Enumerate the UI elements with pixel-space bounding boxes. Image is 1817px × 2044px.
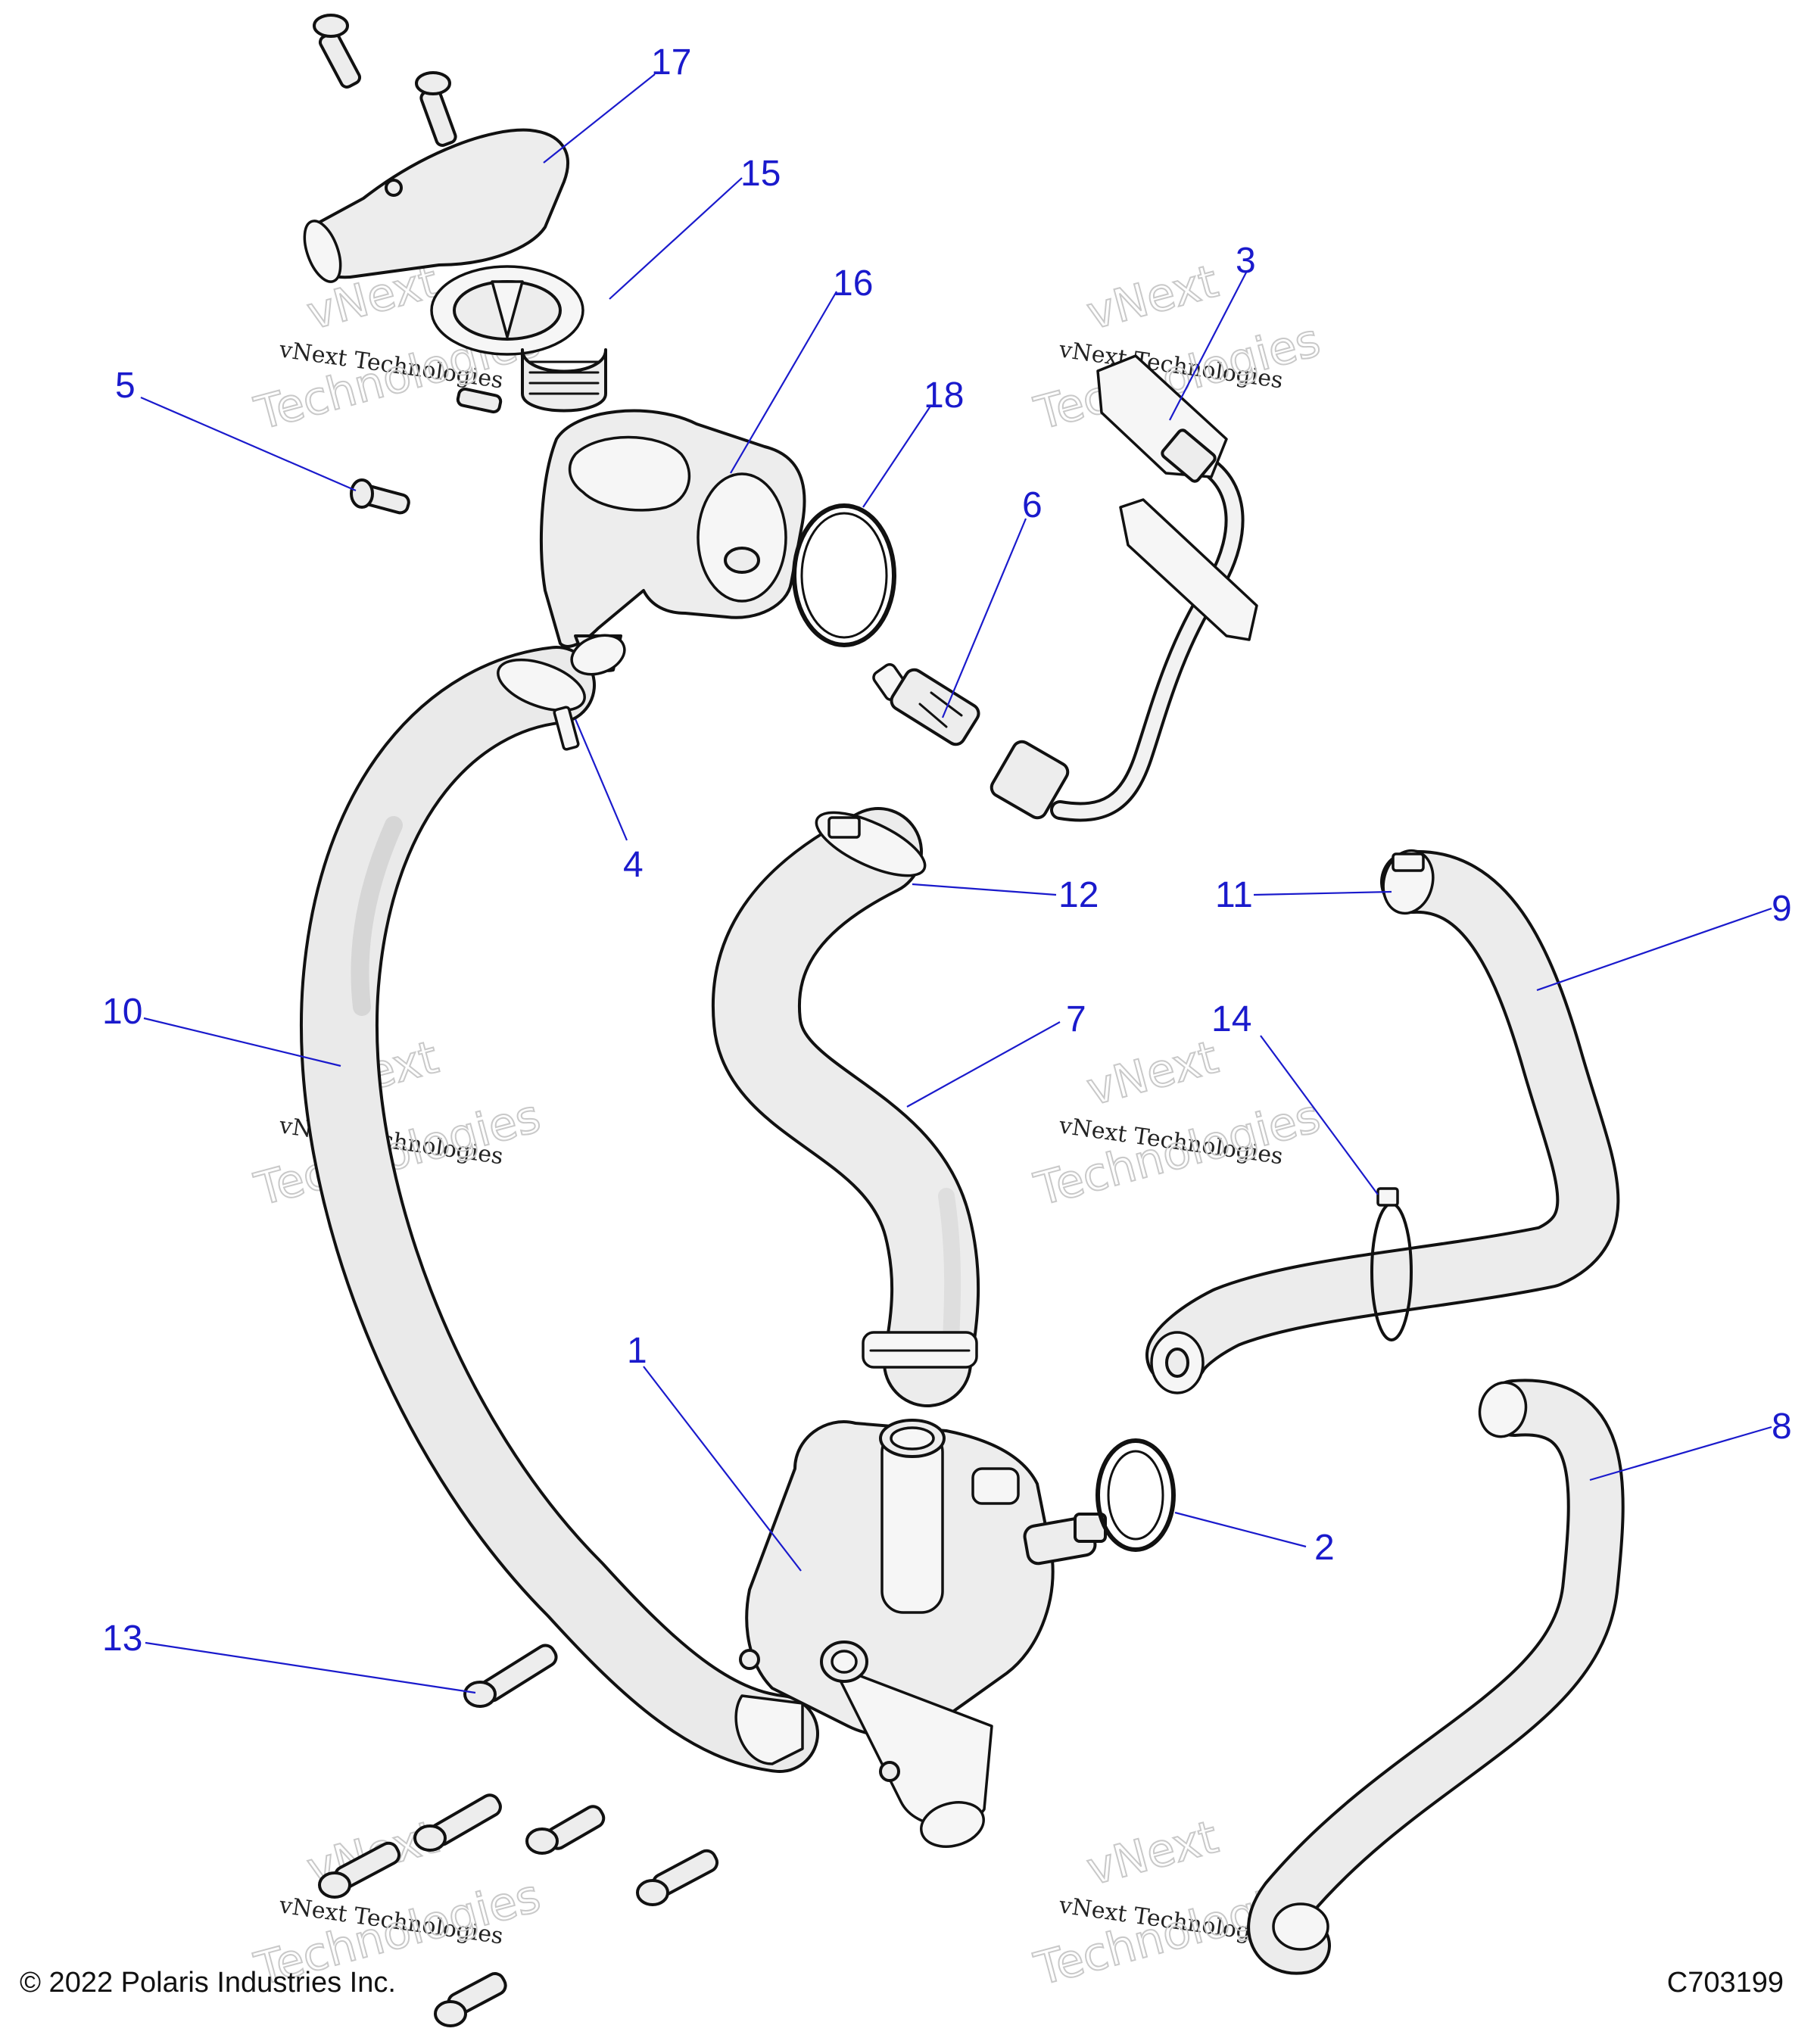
clamp-8-upper [1478,1381,1528,1438]
leader-6 [941,518,1027,718]
callout-11: 11 [1215,875,1253,915]
leader-7 [906,1021,1061,1108]
bolt-5 [350,478,410,515]
leader-17 [543,73,656,164]
cable-tie-14 [1370,1187,1413,1341]
leader-10 [143,1017,341,1067]
clamp-7-lower [862,1331,978,1369]
hose-8 [1247,1379,1625,1975]
hose-8-end-fitting [1272,1902,1329,1951]
leader-3 [1169,270,1248,421]
leader-8 [1589,1426,1772,1482]
watermark-ghost-brand: vNext [1082,255,1223,341]
leader-18 [862,404,932,508]
leader-12 [912,883,1057,896]
o-ring-18 [792,503,896,647]
callout-9: 9 [1772,889,1792,929]
bolt-cover-2 [415,71,457,147]
leader-4 [574,718,628,841]
callout-17: 17 [651,42,691,83]
callout-12: 12 [1058,875,1099,915]
callout-7: 7 [1066,999,1086,1039]
hose-10 [299,646,819,1773]
callout-15: 15 [740,154,781,194]
thermostat-housing-16 [540,409,806,676]
callout-6: 6 [1022,485,1043,525]
thermostat-15 [430,265,607,413]
water-pump-1 [734,1419,1107,1848]
bolt-pump-5 [434,1972,507,2027]
leader-11 [1253,890,1392,896]
callout-numbers: 17 15 16 18 3 5 6 4 12 11 9 10 7 14 1 2 … [102,42,1792,1659]
gasket-2 [1095,1438,1176,1552]
bolt-13 [463,1644,558,1708]
callout-4: 4 [623,845,644,885]
callout-14: 14 [1211,999,1251,1039]
leader-14 [1260,1035,1379,1195]
watermark-ghost-brand: vNext [1082,1811,1223,1896]
callout-18: 18 [924,375,964,416]
hose-9-end-fitting [1150,1331,1205,1394]
leader-lines [140,73,1772,1694]
callout-3: 3 [1236,241,1256,281]
bolt-pump-3 [318,1841,401,1899]
watermark-ghost-brand: vNext [1082,1031,1223,1117]
callout-10: 10 [102,992,142,1032]
hose-9 [1145,849,1620,1387]
sensor-harness-3 [990,354,1258,822]
thermostat-cover-17 [303,128,569,283]
callout-16: 16 [833,263,873,304]
clamp-12 [815,811,927,877]
figure-id: C703199 [1666,1967,1784,1999]
bolt-small-15 [456,387,503,414]
hose-7 [711,807,980,1407]
clamp-11 [1382,849,1435,915]
callout-8: 8 [1772,1407,1792,1447]
leader-9 [1536,907,1772,992]
clamp-4 [497,658,586,751]
bolt-cover-1 [313,14,362,89]
copyright-notice: © 2022 Polaris Industries Inc. [20,1967,396,1999]
leader-13 [145,1641,476,1694]
callout-13: 13 [102,1619,142,1659]
bolt-pump-2 [525,1805,606,1855]
leader-16 [730,291,837,474]
temperature-sensor-6 [872,663,980,746]
callout-5: 5 [115,366,136,406]
bolt-pump-4 [636,1849,719,1906]
bolt-pump-1 [413,1793,502,1852]
leader-2 [1174,1511,1307,1548]
leader-5 [140,396,357,492]
callout-1: 1 [627,1331,647,1371]
callout-2: 2 [1314,1528,1335,1568]
leader-15 [609,177,743,300]
leader-1 [643,1366,802,1572]
watermark-4: vNext vNext Technologies Technologies [1028,1030,1326,1217]
